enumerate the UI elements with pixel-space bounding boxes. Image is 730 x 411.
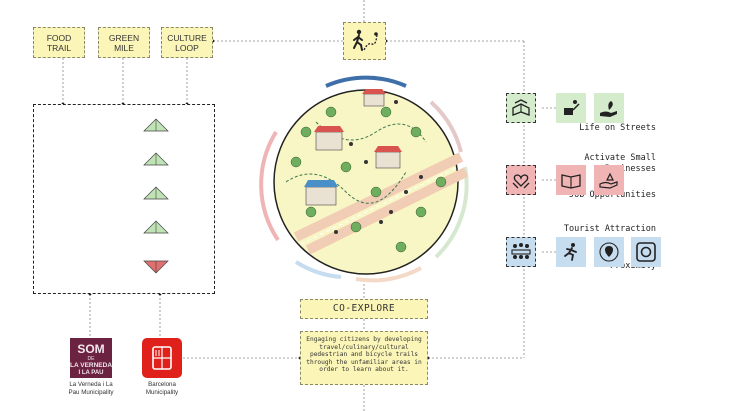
coexplore-title: CO-EXPLORE xyxy=(300,299,428,319)
location-pin-icon xyxy=(594,237,624,267)
coexplore-description: Engaging citizens by developing travel/c… xyxy=(300,331,428,385)
tag-green-mile: GREEN MILE xyxy=(98,27,150,58)
heart-hands-icon xyxy=(506,165,536,195)
arrow-up-icon xyxy=(143,220,169,234)
tag-food-trail: FOOD TRAIL xyxy=(33,27,85,58)
svg-text:DE: DE xyxy=(88,356,96,362)
arrow-up-icon xyxy=(143,118,169,132)
community-group-icon xyxy=(506,237,536,267)
arrow-up-icon xyxy=(143,152,169,166)
barcelona-logo xyxy=(142,338,182,378)
camera-icon xyxy=(631,237,661,267)
impact-label: Activate Small Businesses xyxy=(584,153,656,174)
open-book-icon xyxy=(556,165,586,195)
hand-plant-icon xyxy=(594,93,624,123)
impact-panel xyxy=(33,104,215,294)
watering-can-icon xyxy=(556,93,586,123)
running-person-icon xyxy=(556,237,586,267)
svg-text:I LA PAU: I LA PAU xyxy=(79,370,104,376)
svg-text:SOM: SOM xyxy=(77,342,104,356)
hand-coins-icon xyxy=(594,165,624,195)
arrow-down-icon xyxy=(143,260,169,274)
hub-box xyxy=(343,22,386,60)
impact-label: Tourist Attraction xyxy=(563,224,656,234)
hiker-trail-icon xyxy=(352,29,378,51)
vernada-label: La Verneda i La Pau Municipality xyxy=(68,381,114,396)
barcelona-label: Barcelona Municipality xyxy=(145,381,179,396)
impact-label: Job Opportunities xyxy=(569,190,656,200)
book-hands-icon xyxy=(506,93,536,123)
arrow-up-icon xyxy=(143,186,169,200)
park-illustration xyxy=(259,75,469,283)
vernada-logo: SOM DE LA VERNEDA I LA PAU xyxy=(70,338,112,378)
tag-culture-loop: CULTURE LOOP xyxy=(161,27,213,58)
impact-label: Life on Streets xyxy=(579,123,656,133)
svg-text:LA VERNEDA: LA VERNEDA xyxy=(70,362,112,369)
